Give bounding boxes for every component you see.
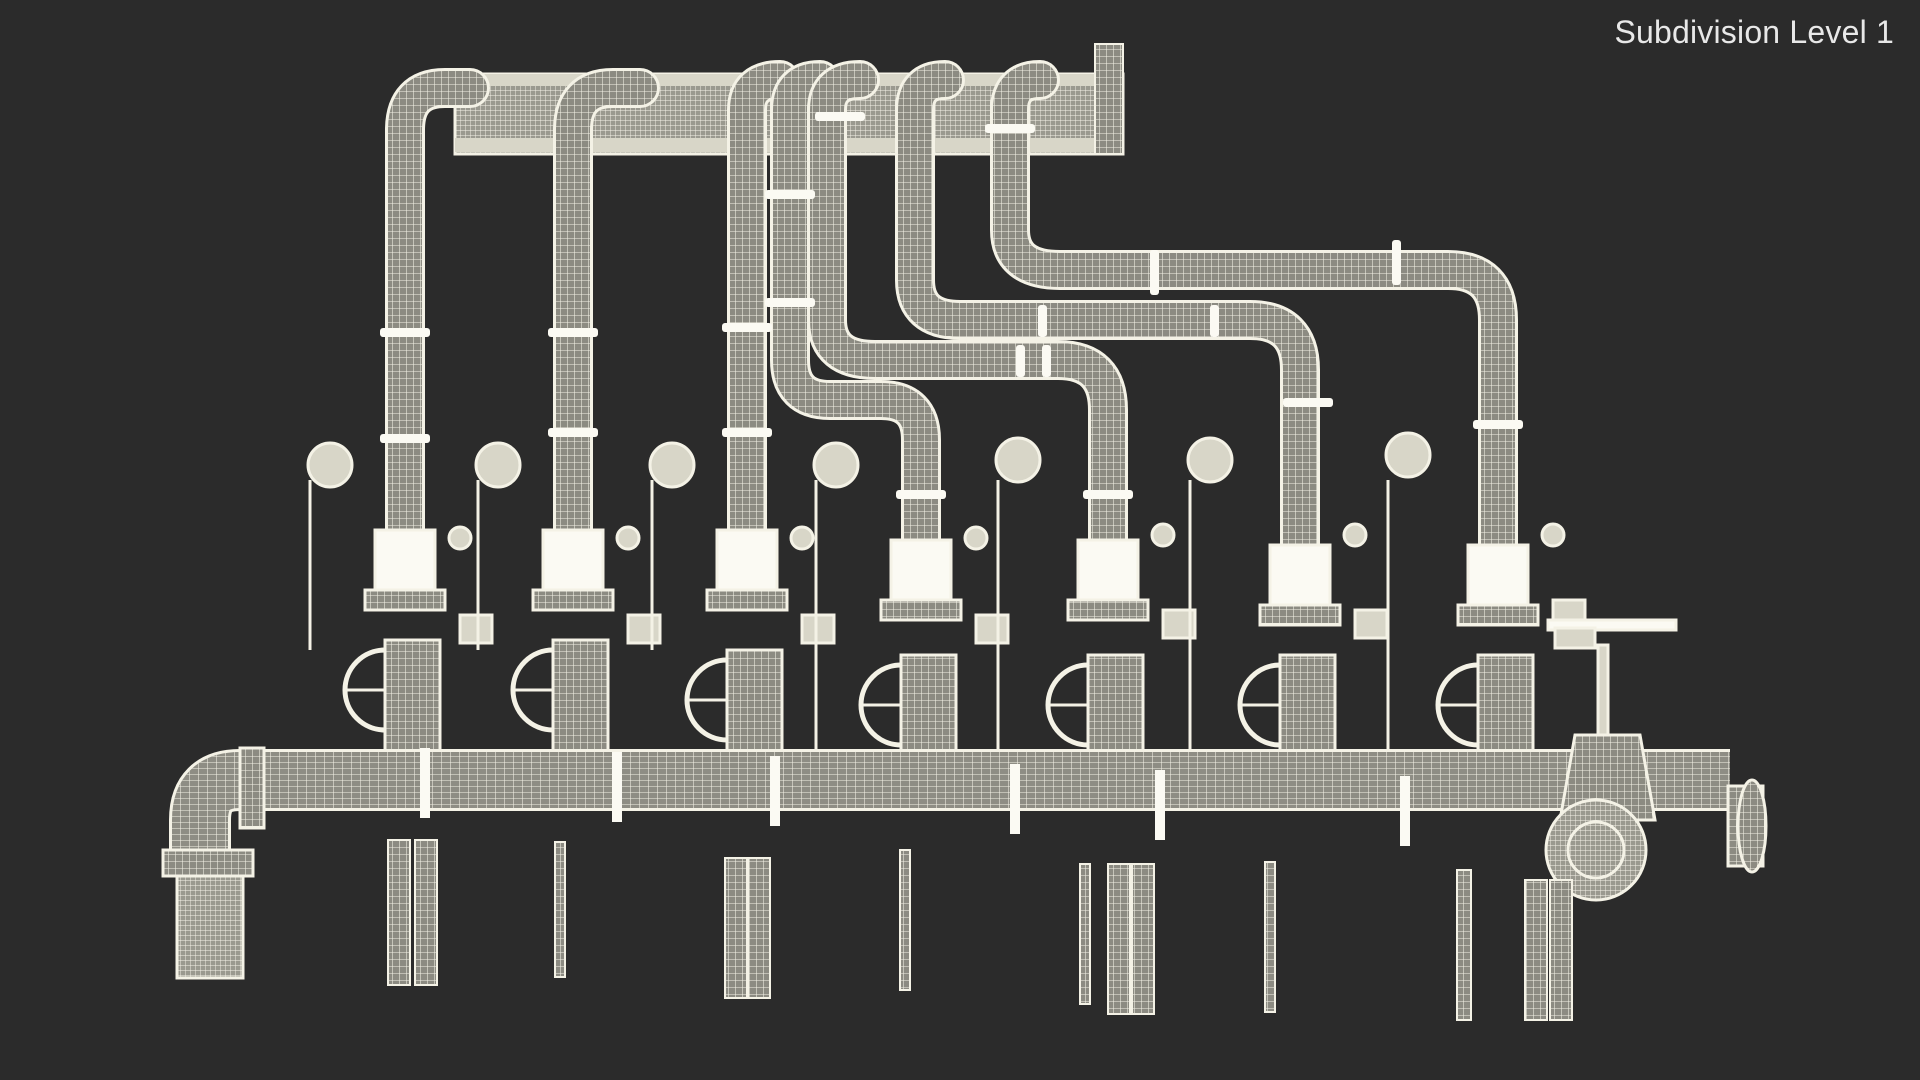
support-legs bbox=[387, 839, 1573, 1021]
inlet-stub bbox=[175, 874, 245, 980]
drop-pipes bbox=[385, 60, 1518, 610]
pipe-collars bbox=[380, 112, 1523, 499]
main-header-pipe bbox=[161, 746, 1768, 878]
gate-valve bbox=[1544, 618, 1678, 902]
valve-stations bbox=[306, 431, 1587, 777]
subdivision-level-label: Subdivision Level 1 bbox=[1614, 14, 1894, 50]
